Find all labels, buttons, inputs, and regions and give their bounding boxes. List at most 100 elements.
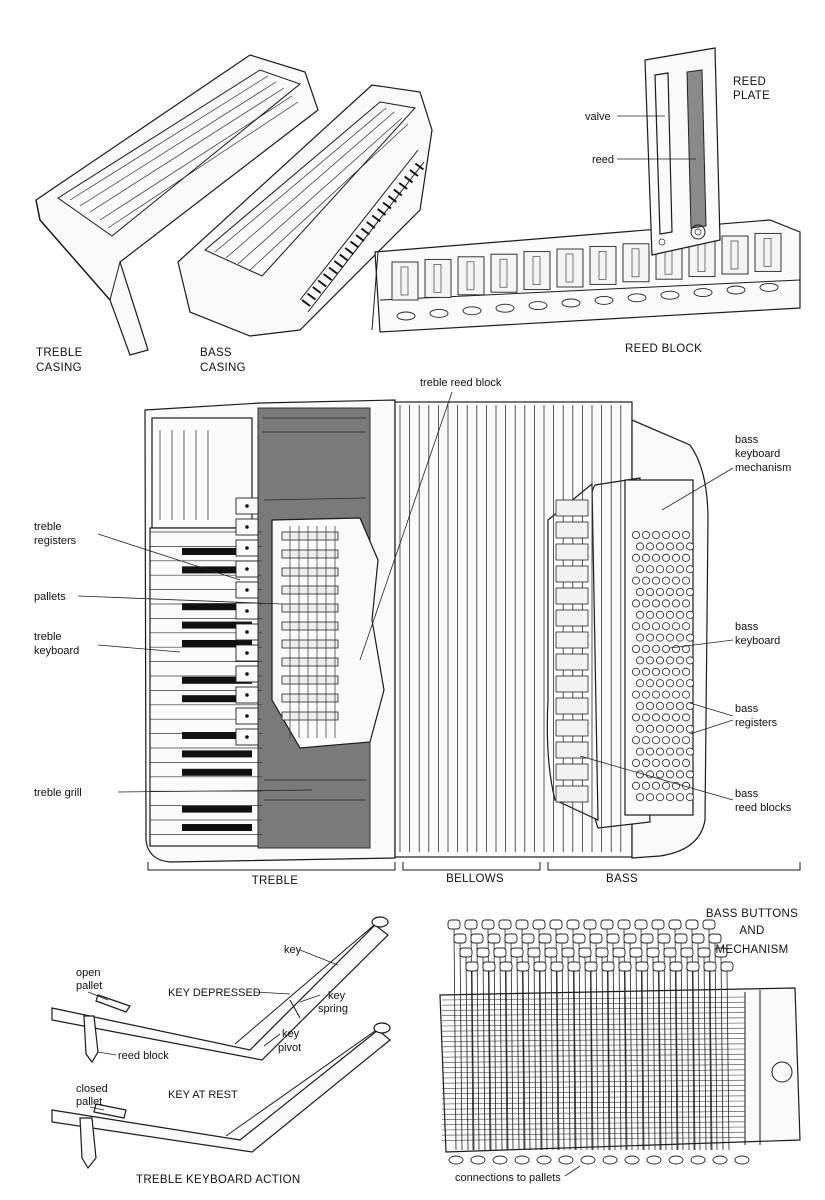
button-stem — [601, 955, 605, 1151]
bass-button — [652, 622, 661, 631]
button-stem — [527, 941, 531, 1151]
button-hole — [366, 221, 376, 229]
bass-button — [656, 679, 665, 688]
bass-keyboard-label-1: bass — [735, 621, 759, 633]
mechanism-rod — [441, 1022, 746, 1027]
bass-button — [656, 747, 665, 756]
mechanism-rod — [441, 1064, 746, 1068]
reed-oval — [396, 311, 416, 321]
bass-button — [642, 531, 651, 540]
bass-button — [642, 576, 651, 585]
button-stem — [522, 969, 526, 1151]
reed-slot — [433, 264, 442, 293]
bass-button — [666, 633, 675, 642]
bass-button — [686, 633, 695, 642]
bass-button — [676, 588, 685, 597]
black-key — [182, 640, 252, 647]
button-stem — [658, 969, 662, 1151]
bass-button — [652, 553, 661, 562]
black-key — [182, 824, 252, 831]
bass-button — [656, 633, 665, 642]
mechanism-button — [612, 947, 626, 958]
black-key — [182, 768, 252, 776]
reed-oval — [627, 293, 647, 303]
bass-button — [686, 793, 695, 802]
button-stem — [595, 941, 599, 1151]
bass-button — [632, 645, 641, 654]
reed-block-action-leader — [97, 1051, 117, 1056]
reed-slot — [499, 258, 508, 288]
key-leader — [299, 949, 339, 966]
mechanism-button — [720, 961, 734, 972]
pallet-connection — [734, 1155, 750, 1165]
bass-button — [672, 645, 681, 654]
bass-button — [636, 747, 645, 756]
bass-button — [686, 724, 695, 733]
bass-button — [642, 781, 651, 790]
bass-button — [662, 713, 671, 722]
bass-button — [656, 702, 665, 711]
register-dot — [245, 693, 249, 697]
button-stem — [584, 955, 588, 1151]
button-stem — [663, 941, 667, 1151]
button-hole — [350, 240, 360, 249]
reed-block-ovals — [396, 282, 779, 321]
mechanism-button — [544, 947, 558, 958]
bass-button — [656, 724, 665, 733]
treble-keyboard-action-caption: TREBLE KEYBOARD ACTION — [136, 1174, 300, 1186]
bass-registers-label-1: bass — [735, 703, 759, 715]
reed-cell — [391, 261, 419, 301]
bass-button — [662, 781, 671, 790]
mechanism-button — [702, 919, 716, 930]
bass-button — [662, 576, 671, 585]
bass-reed-cell — [555, 499, 589, 517]
bass-button — [652, 713, 661, 722]
treble-keyboard-leader — [97, 644, 181, 653]
mechanism-button — [550, 961, 564, 972]
bass-button — [656, 656, 665, 665]
treble-grill-leader — [117, 789, 313, 793]
bass-button — [666, 656, 675, 665]
reed-label: reed — [592, 154, 614, 166]
button-stem — [465, 955, 469, 1151]
bass-keyboard-leader — [669, 639, 734, 649]
bass-button — [666, 770, 675, 779]
mechanism-button — [481, 919, 495, 930]
key-depressed-leader — [254, 991, 291, 995]
closed-pallet-label-1: closed — [76, 1083, 108, 1095]
button-hole — [301, 299, 311, 307]
button-hole — [355, 234, 365, 242]
bass-button — [656, 610, 665, 619]
mechanism-button — [538, 933, 552, 944]
bass-reed-cell — [555, 609, 589, 627]
bass-button — [646, 724, 655, 733]
mechanism-rod — [441, 1048, 746, 1053]
reed-block-cells — [391, 232, 782, 301]
section-bellows-label: BELLOWS — [446, 873, 504, 885]
treble-keyboard-keys — [150, 531, 262, 835]
bass-button — [632, 713, 641, 722]
mechanism-rod — [441, 1033, 746, 1037]
bass-button — [686, 702, 695, 711]
mechanism-rod — [441, 1001, 746, 1006]
mechanism-button — [532, 919, 546, 930]
bass-button — [642, 622, 651, 631]
mechanism-button — [533, 961, 547, 972]
button-hole — [398, 182, 408, 190]
bass-keyboard-mechanism-label-1: bass — [735, 434, 759, 446]
mechanism-button — [515, 919, 529, 930]
mechanism-button — [708, 933, 722, 944]
reed-cell — [556, 248, 584, 288]
mechanism-button — [651, 919, 665, 930]
bass-button — [646, 610, 655, 619]
bass-button — [656, 565, 665, 574]
mechanism-rod — [441, 1043, 746, 1048]
mechanism-button — [487, 933, 501, 944]
key-depressed-label: KEY DEPRESSED — [168, 987, 261, 999]
mechanism-button — [600, 919, 614, 930]
open-pallet-leader — [87, 991, 109, 1001]
bass-button — [666, 542, 675, 551]
bass-button — [652, 667, 661, 676]
bass-button — [652, 599, 661, 608]
